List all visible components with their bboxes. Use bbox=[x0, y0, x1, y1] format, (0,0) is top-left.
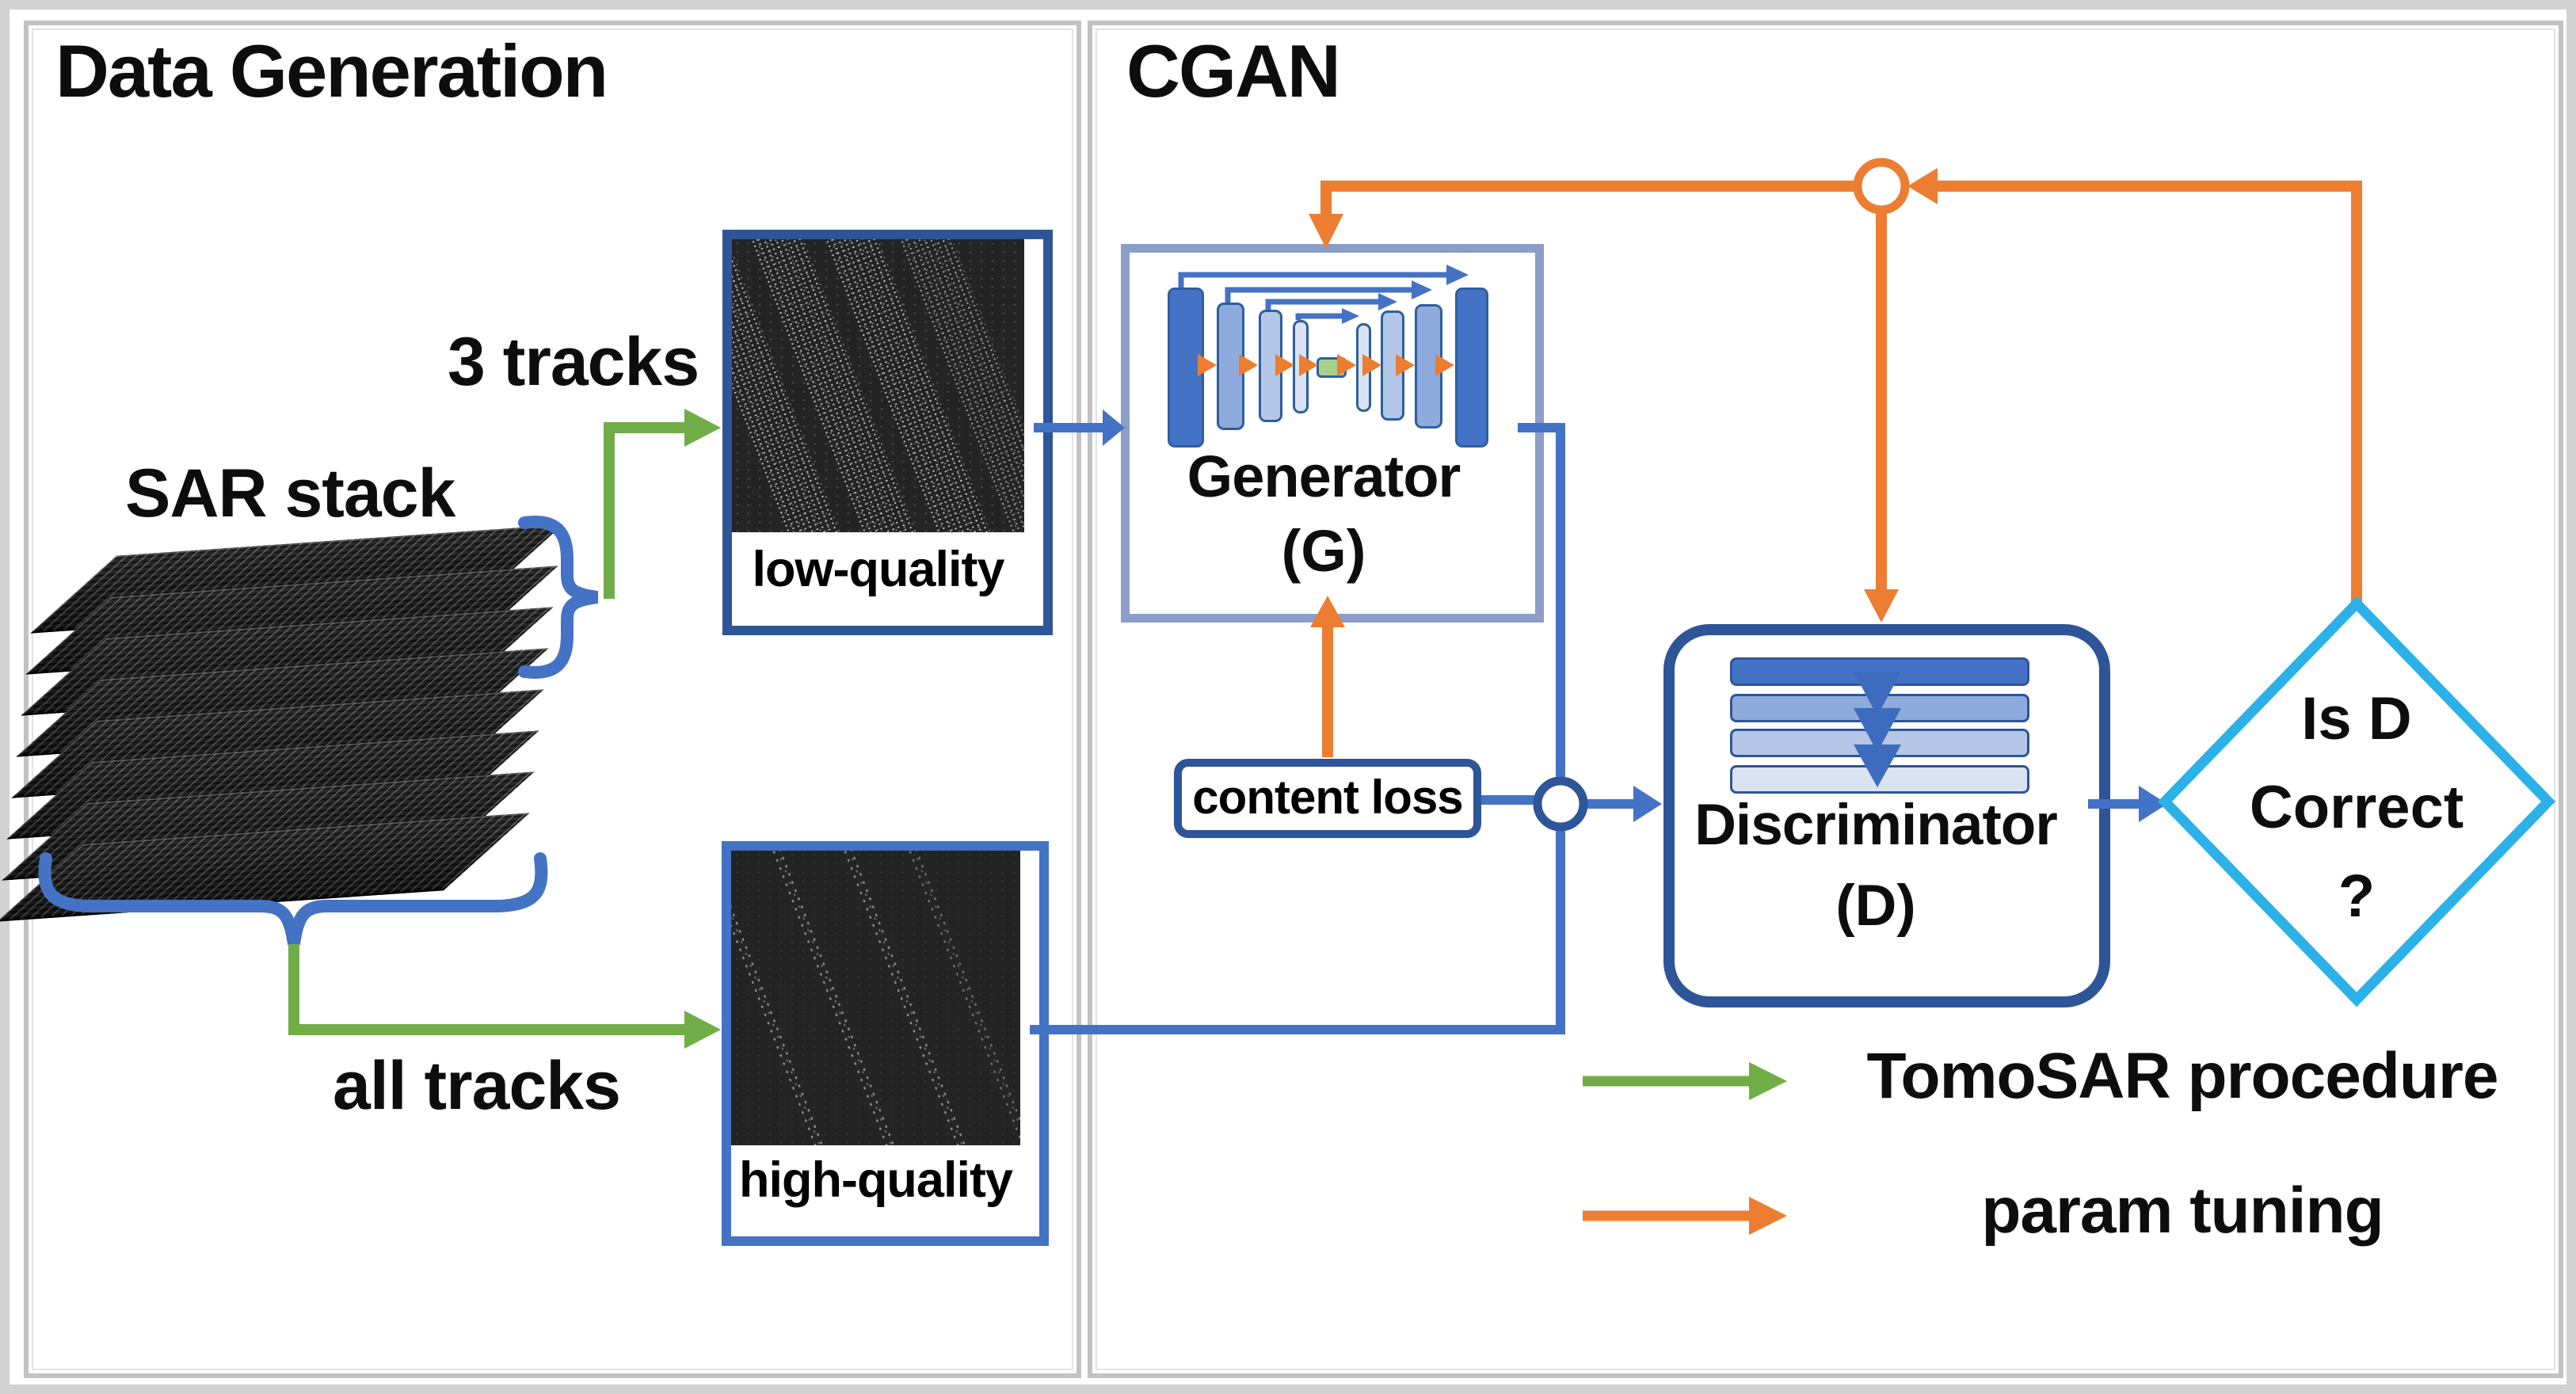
legend-tuning-label: param tuning bbox=[1981, 1175, 2384, 1247]
speckle-streak bbox=[731, 851, 836, 1145]
low-quality-image: low-quality bbox=[722, 230, 1053, 635]
layer-arrow-icon bbox=[1337, 354, 1356, 376]
discriminator-layer-bar bbox=[1730, 657, 2029, 686]
generator-symbol: (G) bbox=[1281, 518, 1366, 584]
generator-label: Generator bbox=[1187, 444, 1461, 509]
speckle-streak bbox=[837, 851, 978, 1145]
discriminator-layer-bar bbox=[1730, 729, 2029, 757]
layer-arrow-icon bbox=[1396, 354, 1415, 376]
high-quality-speckle-image bbox=[731, 851, 1020, 1145]
speckle-streak bbox=[766, 851, 907, 1145]
high-quality-caption: high-quality bbox=[731, 1145, 1020, 1217]
discriminator-layer-bar bbox=[1730, 694, 2029, 722]
content-loss-box: content loss bbox=[1174, 759, 1481, 838]
layer-arrow-icon bbox=[1275, 354, 1294, 376]
legend-tomosar-label: TomoSAR procedure bbox=[1866, 1040, 2499, 1112]
three-tracks-label: 3 tracks bbox=[448, 324, 699, 400]
discriminator-layer-bar bbox=[1730, 765, 2029, 794]
layer-arrow-icon bbox=[1198, 354, 1217, 376]
sar-stack-label: SAR stack bbox=[125, 455, 455, 531]
decision-line1: Is D bbox=[2301, 685, 2412, 752]
data-generation-title: Data Generation bbox=[55, 29, 608, 112]
layer-arrow-icon bbox=[1362, 354, 1381, 376]
all-tracks-label: all tracks bbox=[333, 1048, 621, 1124]
cgan-title: CGAN bbox=[1126, 29, 1341, 112]
low-quality-caption: low-quality bbox=[732, 532, 1024, 607]
low-quality-speckle-image bbox=[732, 239, 1024, 532]
decision-line2: Correct bbox=[2249, 774, 2464, 841]
generator-box: Generator (G) bbox=[1121, 244, 1544, 623]
unet-decoder-bar bbox=[1455, 288, 1488, 448]
layer-arrow-icon bbox=[1435, 354, 1454, 376]
high-quality-image: high-quality bbox=[722, 841, 1049, 1246]
layer-arrow-icon bbox=[1299, 354, 1318, 376]
discriminator-box: Discriminator (D) bbox=[1663, 624, 2110, 1007]
speckle-streak bbox=[902, 851, 1020, 1145]
decision-line3: ? bbox=[2338, 863, 2376, 930]
discriminator-label: Discriminator bbox=[1694, 793, 2058, 857]
discriminator-symbol: (D) bbox=[1835, 874, 1916, 938]
decision-diamond-text: Is D Correct ? bbox=[2198, 675, 2515, 941]
layer-arrow-icon bbox=[1239, 354, 1258, 376]
